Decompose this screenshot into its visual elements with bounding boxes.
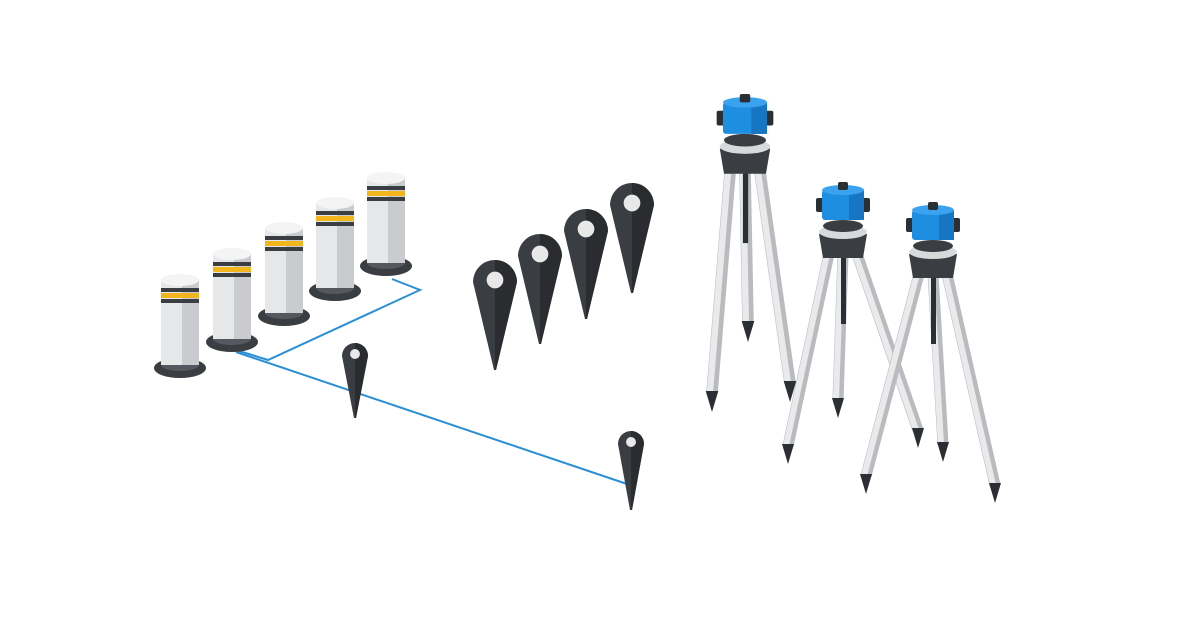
map-pin-shade xyxy=(586,209,608,319)
instrument-base xyxy=(823,220,863,232)
tripod-foot xyxy=(782,444,794,464)
map-pin-shade xyxy=(540,234,562,344)
instrument-eyepiece xyxy=(928,202,938,210)
map-pin-shade xyxy=(632,183,654,293)
tripod-leg-highlight xyxy=(833,253,844,401)
large-pin-2 xyxy=(518,234,562,344)
bollard-body-shade xyxy=(234,254,251,339)
map-pin-shade xyxy=(355,343,368,418)
map-pin-dot xyxy=(623,194,641,212)
map-pin-dot xyxy=(577,220,595,238)
bollard-top xyxy=(161,274,199,286)
level-instrument-shade xyxy=(939,210,954,240)
tripod-foot xyxy=(832,398,844,418)
tripod-center-rod xyxy=(841,254,846,324)
tripod-leg-highlight xyxy=(754,169,792,384)
large-pin-4 xyxy=(610,183,654,293)
tripod-mount xyxy=(909,254,957,278)
tripod-foot xyxy=(783,381,797,402)
tripod-1 xyxy=(705,94,797,412)
bollard-band xyxy=(367,197,405,201)
bollard-1 xyxy=(154,274,206,378)
bollard-5 xyxy=(360,172,412,276)
tripod-foot xyxy=(741,321,755,342)
map-pin-dot xyxy=(531,245,549,263)
tripod-foot xyxy=(989,483,1001,503)
map-pin-group xyxy=(342,183,654,510)
route-lines xyxy=(235,278,631,486)
tripod-3 xyxy=(860,202,1001,503)
instrument-base xyxy=(913,240,953,252)
bollard-stripe xyxy=(161,293,199,298)
small-pin-1 xyxy=(342,343,368,418)
tripod-mount xyxy=(819,234,867,258)
bollard-group xyxy=(154,172,412,378)
tripod-mount xyxy=(719,148,771,174)
tripod-center-rod xyxy=(742,169,749,244)
tripod-foot xyxy=(937,442,949,462)
large-pin-3 xyxy=(564,209,608,319)
map-pin-dot xyxy=(626,437,636,447)
bollard-band xyxy=(316,222,354,226)
bollard-body-shade xyxy=(182,280,199,365)
tripod-leg-highlight xyxy=(852,253,919,431)
bollard-top xyxy=(316,197,354,209)
bollard-band xyxy=(161,288,199,292)
large-pin-1 xyxy=(473,260,517,370)
map-pin-dot xyxy=(350,349,360,359)
bollard-stripe xyxy=(213,267,251,272)
tripod-2 xyxy=(782,182,924,464)
map-pin-dot xyxy=(486,271,504,289)
tripod-foot xyxy=(705,391,719,412)
tripod-leg-highlight xyxy=(706,169,732,394)
instrument-base xyxy=(724,133,766,147)
instrument-eyepiece xyxy=(838,182,848,190)
small-pin-2 xyxy=(618,431,644,510)
bollard-body-shade xyxy=(337,203,354,288)
route-line-upper xyxy=(235,278,423,362)
bollard-2 xyxy=(206,248,258,352)
tripod-leg-highlight xyxy=(783,253,830,447)
bollard-top xyxy=(265,222,303,234)
map-pin-shade xyxy=(495,260,517,370)
bollard-body-shade xyxy=(388,178,405,263)
tripod-foot xyxy=(912,428,924,448)
bollard-top xyxy=(367,172,405,184)
instrument-knob-right xyxy=(764,110,774,126)
bollard-stripe xyxy=(265,241,303,246)
bollard-stripe xyxy=(316,216,354,221)
bollard-band xyxy=(367,186,405,190)
bollard-stripe xyxy=(367,191,405,196)
level-instrument-shade xyxy=(751,102,768,134)
bollard-3 xyxy=(258,222,310,326)
bollard-band xyxy=(213,262,251,266)
instrument-eyepiece xyxy=(739,94,751,103)
route-line-lower xyxy=(235,351,631,486)
bollard-4 xyxy=(309,197,361,301)
tripod-center-rod xyxy=(931,274,936,344)
bollard-band xyxy=(161,299,199,303)
bollard-band xyxy=(316,211,354,215)
level-instrument-shade xyxy=(849,190,864,220)
map-pin-shade xyxy=(631,431,644,510)
tripod-foot xyxy=(860,474,872,494)
bollard-band xyxy=(265,236,303,240)
bollard-top xyxy=(213,248,251,260)
bollard-body-shade xyxy=(286,228,303,313)
tripod-leg-highlight xyxy=(861,273,920,477)
bollard-band xyxy=(265,247,303,251)
tripod-leg-highlight xyxy=(942,273,996,486)
tripod-group xyxy=(705,94,1001,503)
bollard-band xyxy=(213,273,251,277)
